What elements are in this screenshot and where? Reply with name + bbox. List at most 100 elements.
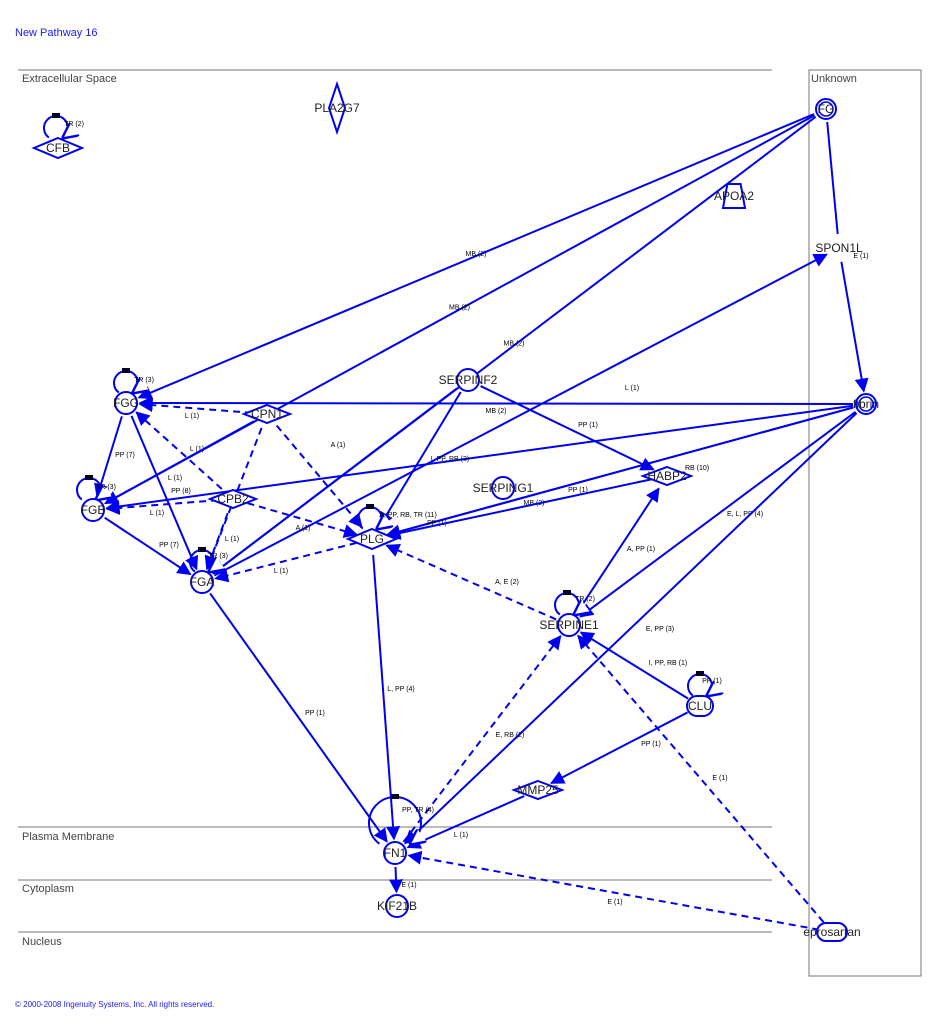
node-label: FGA (190, 575, 215, 589)
self-loop-label-serpine1: TR (2) (575, 596, 595, 603)
node-label: MMP25 (517, 783, 559, 797)
region-label-plasma-membrane: Plasma Membrane (22, 831, 114, 843)
node-plg[interactable]: PLG (345, 527, 399, 551)
self-loop-marker-icon (85, 475, 93, 480)
edge-label-plg-fn1: L, PP (4) (387, 686, 415, 693)
edge-spon1l-fibrin (840, 261, 869, 393)
node-shape (721, 183, 747, 209)
node-fgb[interactable]: FGB (81, 498, 106, 522)
region-label-unknown: Unknown (811, 73, 857, 85)
node-serpine1[interactable]: SERPINE1 (539, 613, 599, 637)
node-cfb[interactable]: CFB (31, 136, 85, 160)
edge-label-cpn1-fgg: L (1) (185, 413, 199, 420)
edge-label-serpine1-plg: A, E (2) (495, 579, 519, 586)
self-loop-label-fgb: TR (3) (96, 484, 116, 491)
node-cpn1[interactable]: CPN1 (241, 403, 293, 425)
node-serpinf2[interactable]: SERPINF2 (439, 368, 498, 392)
node-eprosartan[interactable]: eprosartan (803, 922, 861, 942)
node-shape (345, 527, 399, 551)
edge-serpinf2-plg (379, 391, 462, 527)
edge-label-fgb-fga: PP (7) (159, 542, 179, 549)
node-mmp25[interactable]: MMP25 (511, 779, 565, 801)
edge-label-cpb2-plg: A (1) (296, 525, 311, 532)
node-label: APOA2 (714, 189, 754, 203)
node-label: CLU (688, 699, 712, 713)
node-shape (190, 570, 214, 594)
edge-fibrin-fgg (138, 396, 854, 411)
edge-label-serpinf2-habp2: PP (1) (578, 422, 598, 429)
node-kif21b[interactable]: KIF21B (377, 894, 417, 918)
node-serping1[interactable]: SERPING1 (473, 476, 534, 500)
edge-fgb-fga (104, 516, 192, 576)
unknown-region-box (808, 69, 922, 977)
self-loop-marker-icon (391, 794, 399, 799)
edge-label-cpn1-fga: L (1) (190, 446, 204, 453)
edge-fga-fn1 (209, 592, 388, 843)
edge-serpine1-habp2 (575, 487, 660, 614)
edge-label-cpb2-fga: L (1) (225, 536, 239, 543)
edge-label-cpb2-fgb: L (1) (150, 510, 164, 517)
self-loop-label-fga: TR (3) (208, 553, 228, 560)
node-fn1[interactable]: FN1 (383, 841, 407, 865)
edge-fg-spon1l (826, 121, 839, 235)
node-label: FN1 (384, 846, 407, 860)
edge-serpine1-plg (385, 544, 557, 621)
node-label: eprosartan (803, 925, 860, 939)
node-habp2[interactable]: HABP2 (640, 465, 694, 487)
edge-label-fg-fgb: MB (2) (449, 305, 470, 312)
node-shape (31, 136, 85, 160)
edge-mmp25-fn1 (406, 795, 525, 849)
edge-clu-serpine1 (579, 631, 689, 700)
node-fgg[interactable]: FGG (113, 391, 139, 415)
edge-label-cpn1-plg: A (1) (331, 442, 346, 449)
node-label: SPON1L (815, 241, 863, 255)
edge-plg-fn1 (372, 554, 401, 841)
self-loop-marker-icon (198, 547, 206, 552)
pathway-title: New Pathway 16 (15, 27, 98, 39)
edge-label-fga-spon1l: L (1) (625, 385, 639, 392)
edge-habp2-plg (386, 478, 653, 540)
node-shape (511, 779, 565, 801)
edge-cpb2-plg (247, 502, 358, 538)
node-clu[interactable]: CLU (686, 695, 714, 717)
node-apoa2[interactable]: APOA2 (714, 183, 754, 209)
node-spon1l[interactable]: SPON1L (815, 241, 863, 255)
self-loop-marker-icon (122, 368, 130, 373)
self-loops-layer: TR (2)TR (3)TR (3)TR (3)A, PP, RB, TR (1… (43, 113, 722, 844)
edge-label-eprosartan-fn1: E (1) (607, 899, 622, 906)
edge-fga-spon1l (213, 253, 828, 577)
node-cpb2[interactable]: CPB2 (207, 488, 259, 510)
edge-clu-mmp25 (550, 711, 689, 784)
node-fibrin[interactable]: fibrin (853, 393, 879, 415)
edge-label-fibrin-fgb: I, PP, RB (3) (431, 456, 469, 463)
edge-fgg-fgb (94, 416, 123, 498)
node-label: CFB (46, 141, 70, 155)
node-pla2g7[interactable]: PLA2G7 (314, 80, 360, 136)
node-shape (385, 894, 409, 918)
region-label-cytoplasm: Cytoplasm (22, 883, 74, 895)
edge-label-fibrin-serpine1: E, L, PP (4) (727, 511, 763, 518)
self-loop-marker-icon (52, 113, 60, 118)
edge-label-fgg-fga: PP (8) (171, 488, 191, 495)
edge-cpn1-fgb (104, 420, 255, 505)
node-fga[interactable]: FGA (190, 570, 215, 594)
node-label: CPN1 (251, 407, 283, 421)
region-label-nucleus: Nucleus (22, 936, 62, 948)
edge-label-fibrin-plg: PP (1) (568, 487, 588, 494)
edge-serpinf2-fga (212, 387, 458, 575)
edge-label-habp2-plg: RB (10) (685, 465, 709, 472)
edge-label-fn1-kif21b: E (1) (401, 882, 416, 889)
self-loop-label-plg: A, PP, RB, TR (11) (379, 512, 437, 519)
edge-fibrin-serpine1 (579, 410, 857, 618)
self-loop-marker-icon (563, 590, 571, 595)
region-label-extracellular: Extracellular Space (22, 73, 117, 85)
node-fg[interactable]: FG (815, 98, 837, 120)
edges-layer: MB (2)MB (2)MB (2)E (1)L (1)MB (2)I, PP,… (94, 113, 869, 931)
node-shape (456, 368, 480, 392)
edge-fn1-kif21b (389, 866, 403, 894)
node-inner-ring (818, 101, 834, 117)
edge-label-cpb2-fgg: L (1) (168, 475, 182, 482)
edge-label-fibrin-fn1: E, PP (3) (646, 626, 674, 633)
